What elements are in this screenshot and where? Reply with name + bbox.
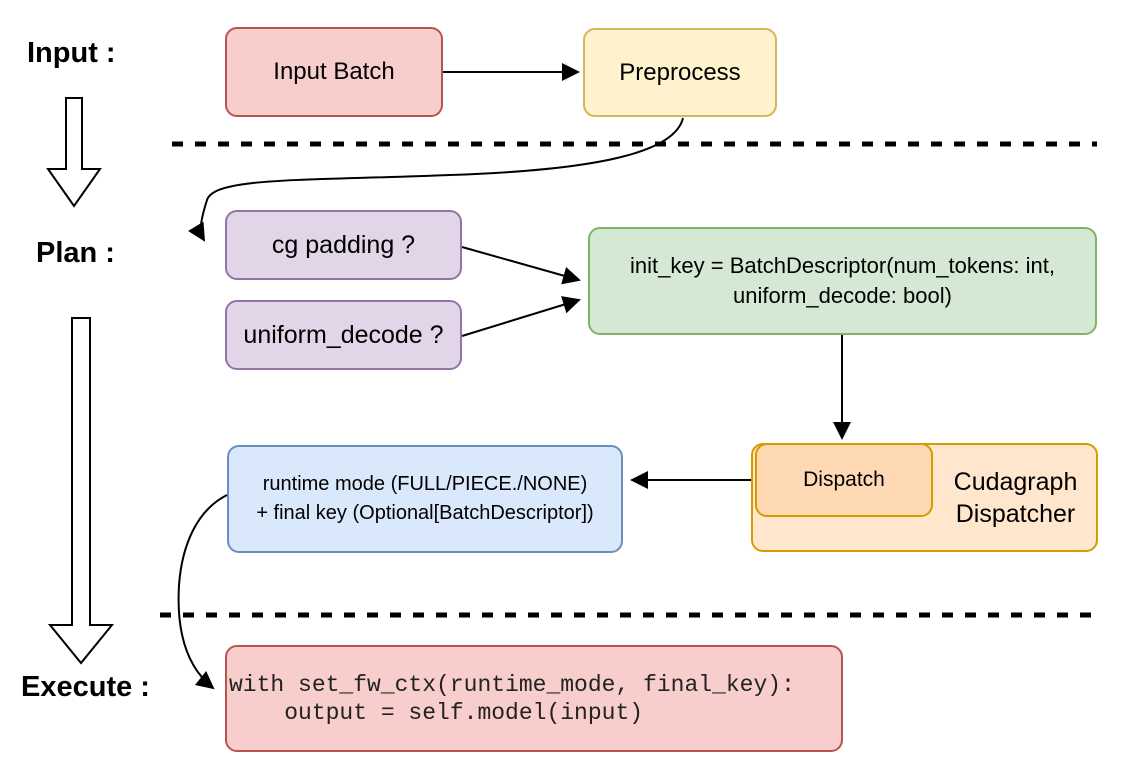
node-preprocess-label: Preprocess (619, 58, 741, 86)
node-runtime-mode: runtime mode (FULL/PIECE./NONE) + final … (227, 445, 623, 553)
hollow-arrow-plan-to-execute (47, 317, 115, 665)
cudagraph-line1: Cudagraph (953, 467, 1078, 496)
node-uniform-decode-label: uniform_decode ? (243, 320, 444, 349)
section-label-execute: Execute : (21, 671, 150, 703)
node-init-key-line1: init_key = BatchDescriptor(num_tokens: i… (630, 253, 1055, 278)
section-label-plan: Plan : (36, 237, 115, 269)
node-cudagraph-dispatcher-label: Cudagraph Dispatcher (933, 443, 1098, 552)
node-cg-padding-label: cg padding ? (271, 230, 416, 259)
node-input-batch: Input Batch (225, 27, 443, 117)
node-input-batch-label: Input Batch (273, 58, 395, 85)
node-preprocess: Preprocess (583, 28, 777, 117)
cudagraph-line2: Dispatcher (955, 499, 1076, 528)
node-init-key: init_key = BatchDescriptor(num_tokens: i… (588, 227, 1097, 335)
node-execute-code: with set_fw_ctx(runtime_mode, final_key)… (225, 645, 843, 752)
code-line1: with set_fw_ctx(runtime_mode, final_key)… (229, 671, 795, 698)
node-dispatch-label: Dispatch (803, 468, 885, 491)
node-cg-padding: cg padding ? (225, 210, 462, 280)
node-uniform-decode: uniform_decode ? (225, 300, 462, 370)
arrow-cg-padding-to-init-key (461, 246, 581, 285)
code-line2: output = self.model(input) (229, 699, 644, 726)
node-dispatch: Dispatch (755, 443, 933, 517)
arrow-uniform-decode-to-init-key (461, 296, 581, 337)
node-runtime-line1: runtime mode (FULL/PIECE./NONE) (262, 473, 588, 495)
node-init-key-line2: uniform_decode: bool) (733, 283, 952, 308)
section-label-input: Input : (27, 37, 116, 69)
arrow-runtime-mode-to-execute-code (177, 494, 228, 690)
node-runtime-line2: + final key (Optional[BatchDescriptor]) (256, 502, 594, 524)
hollow-arrow-input-to-plan (46, 97, 102, 208)
